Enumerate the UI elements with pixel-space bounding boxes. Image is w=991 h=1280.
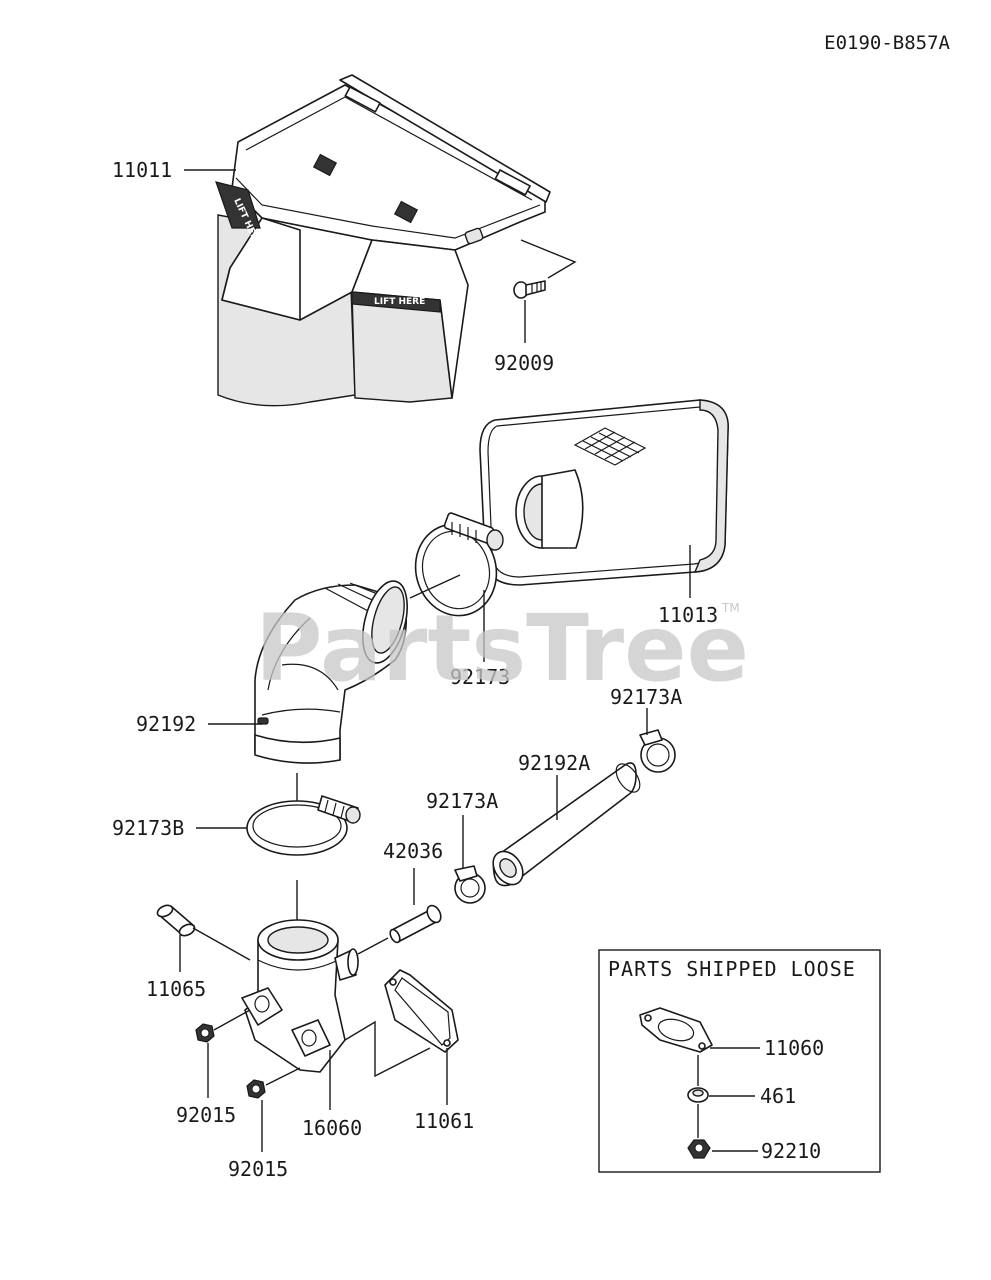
elbow-hose-92192[interactable] xyxy=(254,576,415,764)
callout-461[interactable]: 461 xyxy=(760,1084,796,1108)
washer-461[interactable] xyxy=(687,1087,709,1103)
callout-92009[interactable]: 92009 xyxy=(494,351,554,375)
hose-clamp-92173a-upper[interactable] xyxy=(639,729,676,773)
gasket-11061[interactable] xyxy=(384,969,459,1053)
watermark-tm: TM xyxy=(721,601,740,615)
loose-box-title: PARTS SHIPPED LOOSE xyxy=(608,957,856,981)
hose-clamp-92173b[interactable] xyxy=(246,795,361,856)
svg-text:LIFT HERE: LIFT HERE xyxy=(374,297,425,307)
hose-clamp-92173[interactable] xyxy=(405,512,506,625)
callout-11061[interactable]: 11061 xyxy=(414,1109,474,1133)
nut-92015-upper[interactable] xyxy=(195,1023,215,1043)
callout-92173a-upper[interactable]: 92173A xyxy=(610,685,682,709)
callout-11065[interactable]: 11065 xyxy=(146,977,206,1001)
parts-tree-watermark: PartsTree xyxy=(255,595,749,702)
callout-92210[interactable]: 92210 xyxy=(761,1139,821,1163)
lift-here-stamp-right: LIFT HERE xyxy=(351,291,441,313)
vent-grille-icon xyxy=(312,153,419,224)
callout-16060[interactable]: 16060 xyxy=(302,1116,362,1140)
nut-92210[interactable] xyxy=(687,1139,711,1159)
callout-92192[interactable]: 92192 xyxy=(136,712,196,736)
callout-42036[interactable]: 42036 xyxy=(383,839,443,863)
callout-11013[interactable]: 11013 xyxy=(658,603,718,627)
callout-11011[interactable]: 11011 xyxy=(112,158,172,182)
callout-92192a[interactable]: 92192A xyxy=(518,751,590,775)
callout-92173[interactable]: 92173 xyxy=(450,665,510,689)
callout-92015-lower[interactable]: 92015 xyxy=(228,1157,288,1181)
reference-code: E0190-B857A xyxy=(824,32,950,54)
callout-92173b[interactable]: 92173B xyxy=(112,816,184,840)
hose-fitting-42036[interactable] xyxy=(388,903,443,944)
nut-92015-lower[interactable] xyxy=(246,1079,266,1099)
hose-clamp-92173a-lower[interactable] xyxy=(454,865,486,904)
callout-92015-upper[interactable]: 92015 xyxy=(176,1103,236,1127)
dowel-pin-11065[interactable] xyxy=(156,903,197,938)
parts-shipped-loose-box: PARTS SHIPPED LOOSE 11060 461 92210 xyxy=(598,949,881,1173)
air-filter-element[interactable] xyxy=(479,399,729,586)
vent-hose-92192a[interactable] xyxy=(487,760,645,890)
screw-92009[interactable] xyxy=(513,280,546,299)
gasket-11060[interactable] xyxy=(639,1007,713,1053)
callout-11060[interactable]: 11060 xyxy=(764,1036,824,1060)
callout-92173a-lower[interactable]: 92173A xyxy=(426,789,498,813)
filter-mesh-icon xyxy=(573,427,647,466)
intake-elbow-16060[interactable] xyxy=(241,919,359,1073)
air-cleaner-cover[interactable]: LIFT HERE LIFT HERE xyxy=(215,74,551,407)
